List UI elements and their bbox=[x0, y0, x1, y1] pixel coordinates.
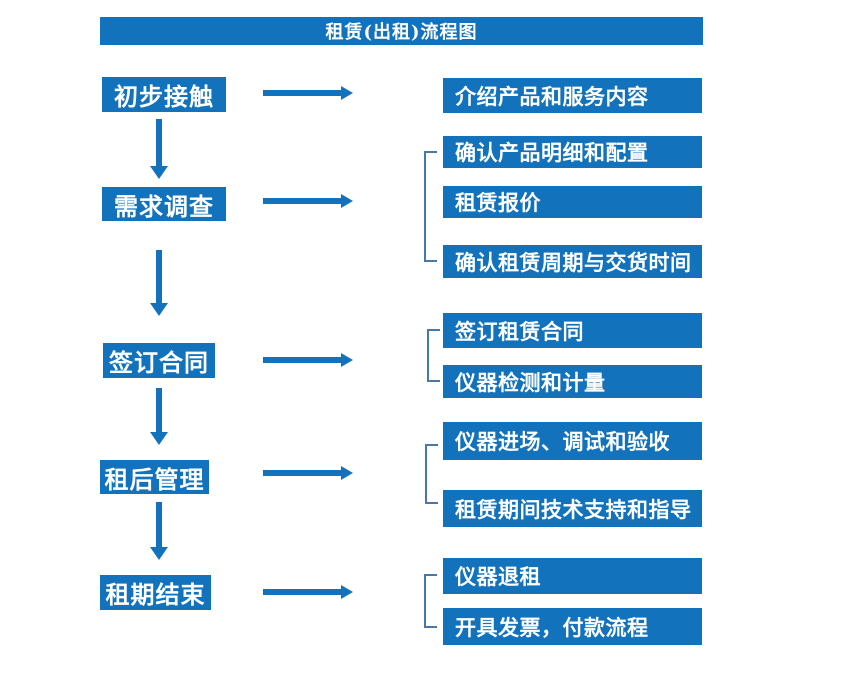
detail-box-rental-quote: 租赁报价 bbox=[443, 186, 702, 218]
arrow-head bbox=[150, 303, 168, 316]
detail-box-invoice-payment: 开具发票，付款流程 bbox=[443, 608, 702, 645]
step-box-initial-contact: 初步接触 bbox=[102, 77, 226, 112]
arrow-right-icon-1 bbox=[263, 86, 353, 100]
arrow-shaft bbox=[263, 90, 341, 96]
bracket-group-lease-end bbox=[424, 574, 437, 628]
arrow-shaft bbox=[156, 502, 162, 547]
arrow-head bbox=[150, 166, 168, 179]
arrow-shaft bbox=[263, 198, 341, 204]
arrow-down-icon-3 bbox=[150, 388, 168, 445]
detail-box-sign-rental-contract: 签订租赁合同 bbox=[443, 313, 702, 348]
detail-box-instrument-setup: 仪器进场、调试和验收 bbox=[443, 422, 702, 460]
arrow-head bbox=[341, 466, 353, 480]
bracket-group-demand-survey bbox=[424, 151, 437, 262]
bracket-group-post-rental bbox=[425, 444, 438, 504]
arrow-down-icon-2 bbox=[150, 250, 168, 316]
step-box-lease-end: 租期结束 bbox=[100, 575, 211, 610]
arrow-right-icon-3 bbox=[263, 353, 353, 367]
arrow-head bbox=[341, 585, 353, 599]
arrow-right-icon-5 bbox=[263, 585, 353, 599]
bracket-group-sign-contract bbox=[427, 329, 440, 382]
step-box-demand-survey: 需求调查 bbox=[102, 187, 226, 221]
arrow-head bbox=[150, 432, 168, 445]
arrow-head bbox=[341, 86, 353, 100]
arrow-head bbox=[150, 547, 168, 560]
arrow-down-icon-1 bbox=[150, 119, 168, 179]
arrow-right-icon-2 bbox=[263, 194, 353, 208]
step-box-sign-contract: 签订合同 bbox=[103, 343, 215, 378]
detail-box-confirm-period: 确认租赁周期与交货时间 bbox=[443, 245, 702, 278]
arrow-shaft bbox=[156, 250, 162, 303]
arrow-head bbox=[341, 353, 353, 367]
arrow-shaft bbox=[263, 470, 341, 476]
arrow-right-icon-4 bbox=[263, 466, 353, 480]
step-box-post-rental-management: 租后管理 bbox=[100, 460, 209, 494]
arrow-shaft bbox=[263, 589, 341, 595]
detail-box-tech-support: 租赁期间技术支持和指导 bbox=[443, 490, 702, 527]
page-title: 租赁(出租)流程图 bbox=[100, 17, 703, 45]
detail-box-instrument-return: 仪器退租 bbox=[443, 558, 702, 594]
detail-box-intro-products: 介绍产品和服务内容 bbox=[443, 78, 702, 113]
arrow-shaft bbox=[156, 388, 162, 432]
arrow-down-icon-4 bbox=[150, 502, 168, 560]
arrow-shaft bbox=[263, 357, 341, 363]
detail-box-instrument-testing: 仪器检测和计量 bbox=[443, 365, 702, 398]
arrow-head bbox=[341, 194, 353, 208]
arrow-shaft bbox=[156, 119, 162, 166]
detail-box-confirm-config: 确认产品明细和配置 bbox=[443, 136, 702, 168]
